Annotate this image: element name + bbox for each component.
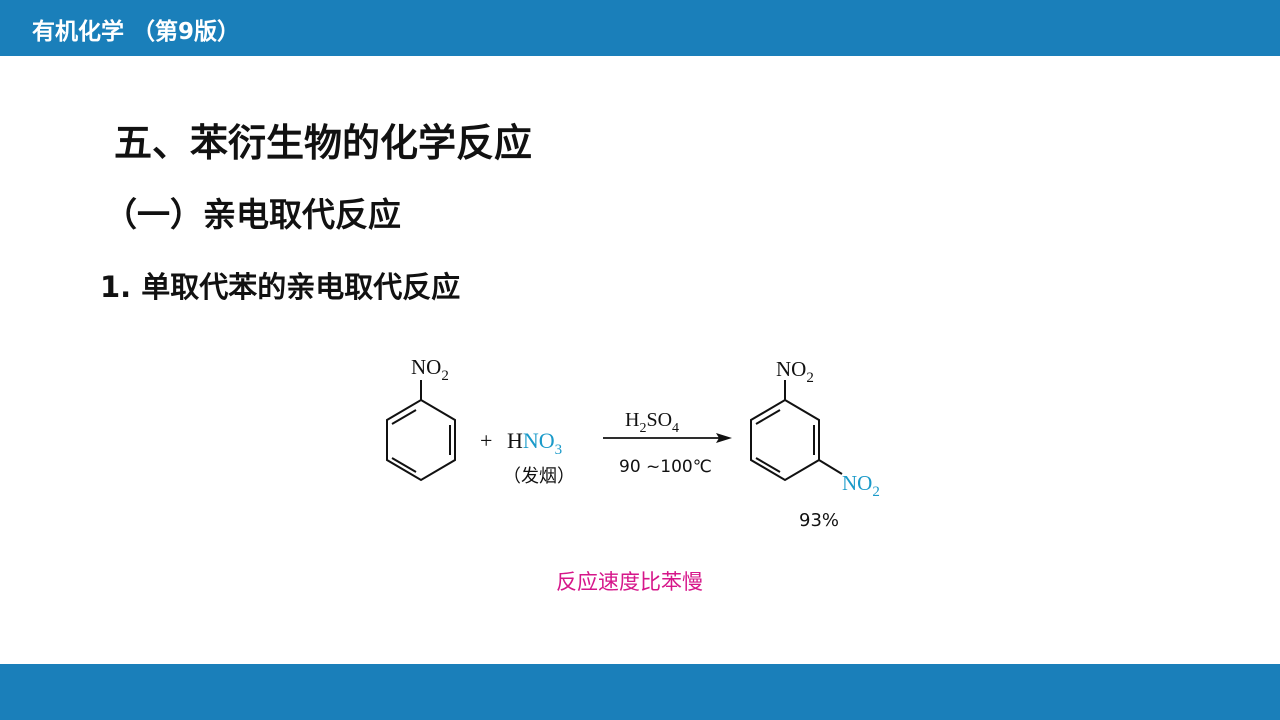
header-bar: 有机化学 （第9版） <box>0 0 1280 56</box>
reaction-conditions: 90 ~100℃ <box>619 457 712 477</box>
footer-bar <box>0 664 1280 720</box>
section-heading: 五、苯衍生物的化学反应 <box>114 121 533 165</box>
nitrobenzene-structure <box>386 380 456 482</box>
fuming-note: （发烟） <box>503 466 575 487</box>
subsection-heading: （一）亲电取代反应 <box>104 195 401 234</box>
course-title: 有机化学 （第9版） <box>32 19 241 45</box>
plus-sign: + <box>480 428 492 453</box>
rate-note: 反应速度比苯慢 <box>556 570 703 594</box>
topic-heading: 1. 单取代苯的亲电取代反应 <box>100 270 461 304</box>
product-nitro-group-1: NO2 <box>776 357 814 386</box>
product-yield: 93% <box>799 510 839 531</box>
catalyst-formula: H2SO4 <box>625 409 679 436</box>
reaction-arrow <box>603 433 732 443</box>
dinitrobenzene-structure <box>750 380 843 482</box>
reactant-nitro-group: NO2 <box>411 355 449 384</box>
product-nitro-group-2: NO2 <box>842 471 880 500</box>
nitric-acid-formula: HNO3 <box>507 428 562 458</box>
